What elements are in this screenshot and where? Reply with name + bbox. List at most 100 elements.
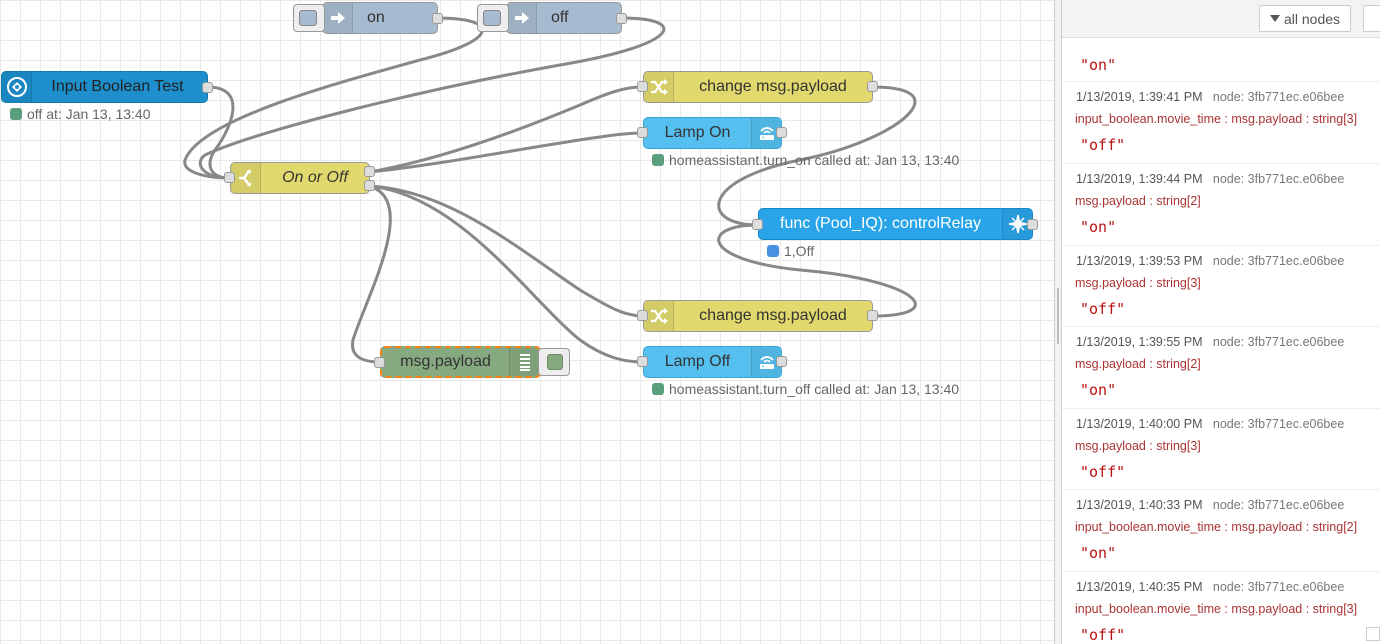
- message-timestamp: 1/13/2019, 1:39:41 PM: [1076, 90, 1203, 104]
- message-value: "on": [1080, 544, 1117, 562]
- message-meta: 1/13/2019, 1:40:00 PM node: 3fb771ec.e06…: [1076, 417, 1344, 431]
- open-console-button[interactable]: [1366, 627, 1380, 641]
- output-port[interactable]: [202, 82, 213, 93]
- sidebar-resize-handle[interactable]: [1054, 0, 1062, 644]
- output-port[interactable]: [867, 81, 878, 92]
- sparkle-icon: [1002, 209, 1032, 239]
- wire-switch-to-lamp-on[interactable]: [368, 131, 644, 174]
- status-indicator-icon: [652, 383, 664, 395]
- message-topic: msg.payload : string[3]: [1075, 439, 1201, 453]
- output-port[interactable]: [776, 356, 787, 367]
- debug-toolbar: all nodes: [1062, 0, 1380, 38]
- inject-arrow-icon: [323, 3, 353, 33]
- status-text: off at: Jan 13, 13:40: [27, 106, 151, 122]
- message-node-link[interactable]: node: 3fb771ec.e06bee: [1212, 254, 1345, 268]
- message-timestamp: 1/13/2019, 1:40:33 PM: [1076, 498, 1203, 512]
- change-node-1[interactable]: change msg.payload: [643, 71, 873, 103]
- message-timestamp: 1/13/2019, 1:39:53 PM: [1076, 254, 1203, 268]
- debug-list-icon: [509, 348, 539, 376]
- input-port[interactable]: [637, 127, 648, 138]
- debug-message: 1/13/2019, 1:39:53 PM node: 3fb771ec.e06…: [1062, 246, 1380, 327]
- wire-switch-to-change1[interactable]: [368, 85, 644, 174]
- input-port[interactable]: [637, 356, 648, 367]
- wire-switch-to-change2[interactable]: [368, 184, 644, 318]
- message-value: "off": [1080, 136, 1126, 154]
- filter-label: all nodes: [1284, 10, 1341, 27]
- debug-node[interactable]: msg.payload: [380, 346, 541, 378]
- node-status: 1,Off: [767, 243, 814, 259]
- input-port[interactable]: [374, 357, 385, 368]
- input-port[interactable]: [637, 310, 648, 321]
- wire-change1-to-func[interactable]: [717, 85, 917, 227]
- status-text: homeassistant.turn_on called at: Jan 13,…: [669, 152, 960, 168]
- debug-toggle-button[interactable]: [538, 348, 570, 376]
- message-timestamp: 1/13/2019, 1:40:35 PM: [1076, 580, 1203, 594]
- wire-inject-off-to-switch[interactable]: [198, 16, 666, 180]
- lamp-off-node[interactable]: Lamp Off: [643, 346, 782, 378]
- inject-button-off[interactable]: [477, 4, 509, 32]
- status-indicator-icon: [767, 245, 779, 257]
- message-value: "on": [1080, 56, 1117, 74]
- switch-icon: [231, 163, 261, 193]
- filter-nodes-button[interactable]: all nodes: [1259, 5, 1352, 32]
- debug-message: 1/13/2019, 1:39:41 PM node: 3fb771ec.e06…: [1062, 82, 1380, 164]
- wire-func-to-change2[interactable]: [717, 223, 917, 318]
- pool-iq-control-relay-node[interactable]: func (Pool_IQ): controlRelay: [758, 208, 1033, 240]
- message-node-link[interactable]: node: 3fb771ec.e06bee: [1212, 90, 1345, 104]
- output-port[interactable]: [616, 13, 627, 24]
- shuffle-icon: [644, 72, 674, 102]
- debug-message: 1/13/2019, 1:39:55 PM node: 3fb771ec.e06…: [1062, 327, 1380, 409]
- wire-switch-to-debug[interactable]: [350, 184, 392, 364]
- clear-log-button[interactable]: [1363, 5, 1380, 32]
- home-assistant-icon: [2, 72, 32, 102]
- output-port[interactable]: [1027, 219, 1038, 230]
- resize-grip-icon: [1057, 288, 1059, 344]
- input-boolean-node[interactable]: Input Boolean Test: [1, 71, 208, 103]
- debug-message: 1/13/2019, 1:40:00 PM node: 3fb771ec.e06…: [1062, 409, 1380, 490]
- message-meta: 1/13/2019, 1:40:33 PM node: 3fb771ec.e06…: [1076, 498, 1344, 512]
- wire-inject-on-to-switch[interactable]: [183, 16, 484, 180]
- inject-button-on[interactable]: [293, 4, 325, 32]
- output-port[interactable]: [432, 13, 443, 24]
- message-timestamp: 1/13/2019, 1:39:55 PM: [1076, 335, 1203, 349]
- message-node-link[interactable]: node: 3fb771ec.e06bee: [1212, 498, 1345, 512]
- inject-arrow-icon: [507, 3, 537, 33]
- debug-message: 1/13/2019, 1:39:44 PM node: 3fb771ec.e06…: [1062, 164, 1380, 246]
- message-node-link[interactable]: node: 3fb771ec.e06bee: [1212, 417, 1345, 431]
- shuffle-icon: [644, 301, 674, 331]
- node-label: change msg.payload: [699, 78, 847, 95]
- lamp-on-node[interactable]: Lamp On: [643, 117, 782, 149]
- message-node-link[interactable]: node: 3fb771ec.e06bee: [1212, 335, 1345, 349]
- message-node-link[interactable]: node: 3fb771ec.e06bee: [1212, 580, 1345, 594]
- wire-input-to-switch[interactable]: [206, 85, 235, 180]
- change-node-2[interactable]: change msg.payload: [643, 300, 873, 332]
- message-topic: msg.payload : string[3]: [1075, 276, 1201, 290]
- output-port[interactable]: [867, 310, 878, 321]
- message-topic: input_boolean.movie_time : msg.payload :…: [1075, 520, 1358, 534]
- debug-messages-list[interactable]: "on" 1/13/2019, 1:39:41 PM node: 3fb771e…: [1062, 38, 1380, 644]
- inject-node-on[interactable]: on: [322, 2, 438, 34]
- node-label: change msg.payload: [699, 307, 847, 324]
- status-text: homeassistant.turn_off called at: Jan 13…: [669, 381, 960, 397]
- switch-node-on-or-off[interactable]: On or Off: [230, 162, 370, 194]
- output-port-2[interactable]: [364, 180, 375, 191]
- output-port[interactable]: [776, 127, 787, 138]
- message-value: "on": [1080, 381, 1117, 399]
- output-port-1[interactable]: [364, 166, 375, 177]
- node-label: off: [551, 9, 569, 26]
- node-label: On or Off: [282, 169, 348, 186]
- debug-message: "on": [1062, 0, 1380, 82]
- input-port[interactable]: [637, 81, 648, 92]
- message-meta: 1/13/2019, 1:39:55 PM node: 3fb771ec.e06…: [1076, 335, 1344, 349]
- debug-message: 1/13/2019, 1:40:35 PM node: 3fb771ec.e06…: [1062, 572, 1380, 644]
- flow-workspace[interactable]: on off Input Boolean Test off at: Jan 13…: [0, 0, 1054, 644]
- wire-switch-to-lamp-off[interactable]: [368, 184, 644, 364]
- node-status: homeassistant.turn_on called at: Jan 13,…: [652, 152, 959, 168]
- node-status: off at: Jan 13, 13:40: [10, 106, 151, 122]
- inject-node-off[interactable]: off: [506, 2, 622, 34]
- message-topic: input_boolean.movie_time : msg.payload :…: [1075, 112, 1358, 126]
- message-topic: msg.payload : string[2]: [1075, 357, 1201, 371]
- input-port[interactable]: [752, 219, 763, 230]
- input-port[interactable]: [224, 172, 235, 183]
- message-node-link[interactable]: node: 3fb771ec.e06bee: [1212, 172, 1345, 186]
